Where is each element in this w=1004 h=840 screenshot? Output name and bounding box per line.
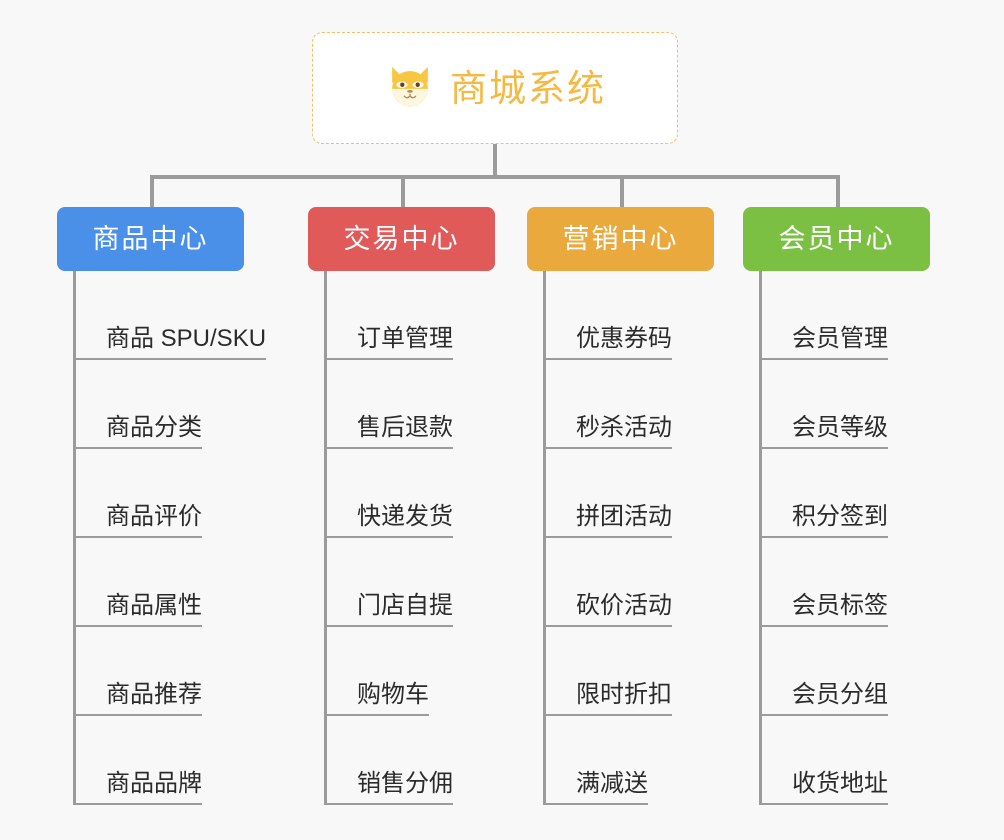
list-item-label: 商品品牌: [76, 770, 202, 806]
list-item[interactable]: 购物车: [327, 627, 536, 717]
branch-column-1: 商品中心 商品 SPU/SKU 商品分类 商品评价 商品属性 商品推荐 商品品牌: [57, 207, 307, 806]
list-item[interactable]: 商品评价: [76, 449, 307, 539]
branch-item-list-4: 会员管理 会员等级 积分签到 会员标签 会员分组 收货地址: [759, 271, 971, 806]
list-item[interactable]: 优惠券码: [546, 271, 755, 361]
branch-header-label: 会员中心: [778, 223, 895, 254]
connector-drop-1: [150, 175, 154, 208]
list-item[interactable]: 商品推荐: [76, 627, 307, 717]
root-title: 商城系统: [450, 67, 606, 109]
list-item[interactable]: 订单管理: [327, 271, 536, 361]
list-item-label: 商品推荐: [76, 681, 202, 717]
list-item[interactable]: 限时折扣: [546, 627, 755, 717]
list-item[interactable]: 拼团活动: [546, 449, 755, 539]
list-item[interactable]: 会员管理: [762, 271, 971, 361]
branch-header-label: 商品中心: [92, 223, 209, 254]
branch-item-list-2: 订单管理 售后退款 快递发货 门店自提 购物车 销售分佣: [324, 271, 536, 806]
list-item-label: 满减送: [546, 770, 648, 806]
list-item[interactable]: 积分签到: [762, 449, 971, 539]
list-item-label: 商品评价: [76, 503, 202, 539]
list-item-label: 会员标签: [762, 592, 888, 628]
list-item[interactable]: 商品属性: [76, 538, 307, 628]
list-item[interactable]: 快递发货: [327, 449, 536, 539]
list-item[interactable]: 会员分组: [762, 627, 971, 717]
list-item-label: 优惠券码: [546, 325, 672, 361]
list-item-label: 砍价活动: [546, 592, 672, 628]
branch-header-4[interactable]: 会员中心: [743, 207, 930, 271]
branch-item-list-1: 商品 SPU/SKU 商品分类 商品评价 商品属性 商品推荐 商品品牌: [73, 271, 307, 806]
list-item-label: 会员分组: [762, 681, 888, 717]
list-item-label: 秒杀活动: [546, 414, 672, 450]
branch-header-2[interactable]: 交易中心: [308, 207, 495, 271]
list-item[interactable]: 满减送: [546, 716, 755, 806]
list-item[interactable]: 秒杀活动: [546, 360, 755, 450]
list-item[interactable]: 商品品牌: [76, 716, 307, 806]
root-node[interactable]: 商城系统: [312, 32, 678, 144]
list-item-label: 门店自提: [327, 592, 453, 628]
connector-drop-4: [836, 175, 840, 208]
list-item-label: 积分签到: [762, 503, 888, 539]
list-item[interactable]: 会员标签: [762, 538, 971, 628]
list-item-label: 销售分佣: [327, 770, 453, 806]
connector-drop-2: [401, 175, 405, 208]
connector-horizontal-bus: [150, 175, 839, 179]
list-item-label: 商品属性: [76, 592, 202, 628]
branch-header-1[interactable]: 商品中心: [57, 207, 244, 271]
list-item[interactable]: 会员等级: [762, 360, 971, 450]
branch-header-label: 营销中心: [562, 223, 679, 254]
list-item-label: 收货地址: [762, 770, 888, 806]
branch-item-list-3: 优惠券码 秒杀活动 拼团活动 砍价活动 限时折扣 满减送: [543, 271, 755, 806]
connector-root-stem: [493, 144, 497, 178]
list-item[interactable]: 商品 SPU/SKU: [75, 271, 307, 361]
list-item[interactable]: 销售分佣: [327, 716, 536, 806]
list-item-label: 订单管理: [327, 325, 453, 361]
list-item-label: 会员等级: [762, 414, 888, 450]
list-item-label: 限时折扣: [546, 681, 672, 717]
list-item[interactable]: 砍价活动: [546, 538, 755, 628]
list-item[interactable]: 收货地址: [762, 716, 971, 806]
list-item-label: 快递发货: [327, 503, 453, 539]
list-item-label: 会员管理: [762, 325, 888, 361]
connector-drop-3: [620, 175, 624, 208]
shiba-dog-face-icon: [392, 66, 428, 107]
branch-header-3[interactable]: 营销中心: [527, 207, 714, 271]
list-item[interactable]: 商品分类: [76, 360, 307, 450]
list-item-label: 商品 SPU/SKU: [75, 325, 267, 361]
list-item[interactable]: 门店自提: [327, 538, 536, 628]
branch-column-2: 交易中心 订单管理 售后退款 快递发货 门店自提 购物车 销售分佣: [308, 207, 536, 806]
list-item-label: 拼团活动: [546, 503, 672, 539]
list-item-label: 商品分类: [76, 414, 202, 450]
list-item-label: 购物车: [327, 681, 429, 717]
branch-header-label: 交易中心: [343, 223, 460, 254]
list-item-label: 售后退款: [327, 414, 453, 450]
list-item[interactable]: 售后退款: [327, 360, 536, 450]
branch-column-4: 会员中心 会员管理 会员等级 积分签到 会员标签 会员分组 收货地址: [743, 207, 971, 806]
branch-column-3: 营销中心 优惠券码 秒杀活动 拼团活动 砍价活动 限时折扣 满减送: [527, 207, 755, 806]
